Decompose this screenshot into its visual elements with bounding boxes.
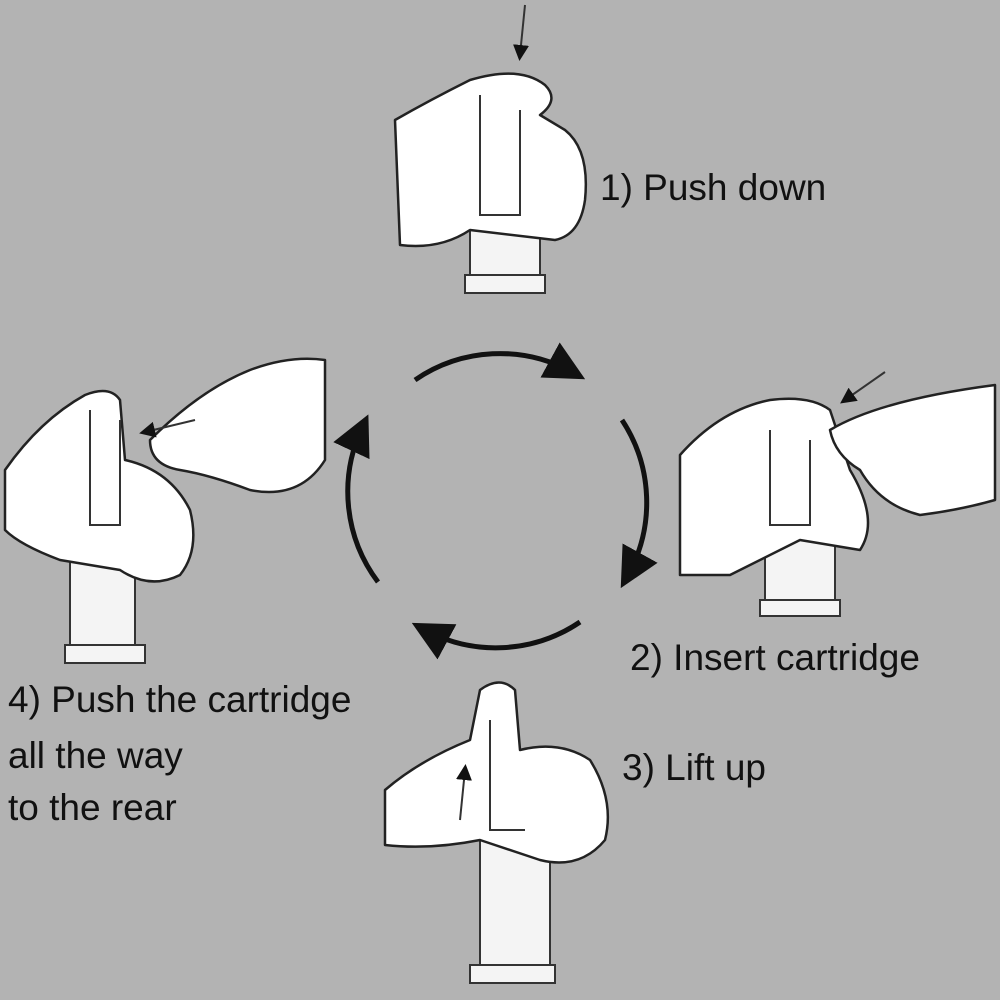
arrow-left: [333, 414, 380, 584]
step-4-label: 4) Push the cartridge: [8, 679, 352, 720]
step-1-label: 1) Push down: [600, 167, 827, 208]
hand-illustration-push-to-rear: [3, 357, 327, 664]
cycle-arrows: [333, 342, 658, 660]
step-2-label: 2) Insert cartridge: [630, 637, 920, 678]
hand-illustration-lift-up: [383, 681, 610, 984]
step-4-label-line3: to the rear: [8, 787, 177, 828]
arrow-right: [619, 418, 658, 589]
arrow-bottom: [411, 619, 582, 660]
hand-illustration-insert-cartridge: [678, 371, 997, 617]
arrow-top: [413, 342, 586, 383]
step-4-label-line2: all the way: [8, 735, 183, 776]
step-3-label: 3) Lift up: [622, 747, 766, 788]
hand-illustration-push-down: [393, 4, 587, 294]
